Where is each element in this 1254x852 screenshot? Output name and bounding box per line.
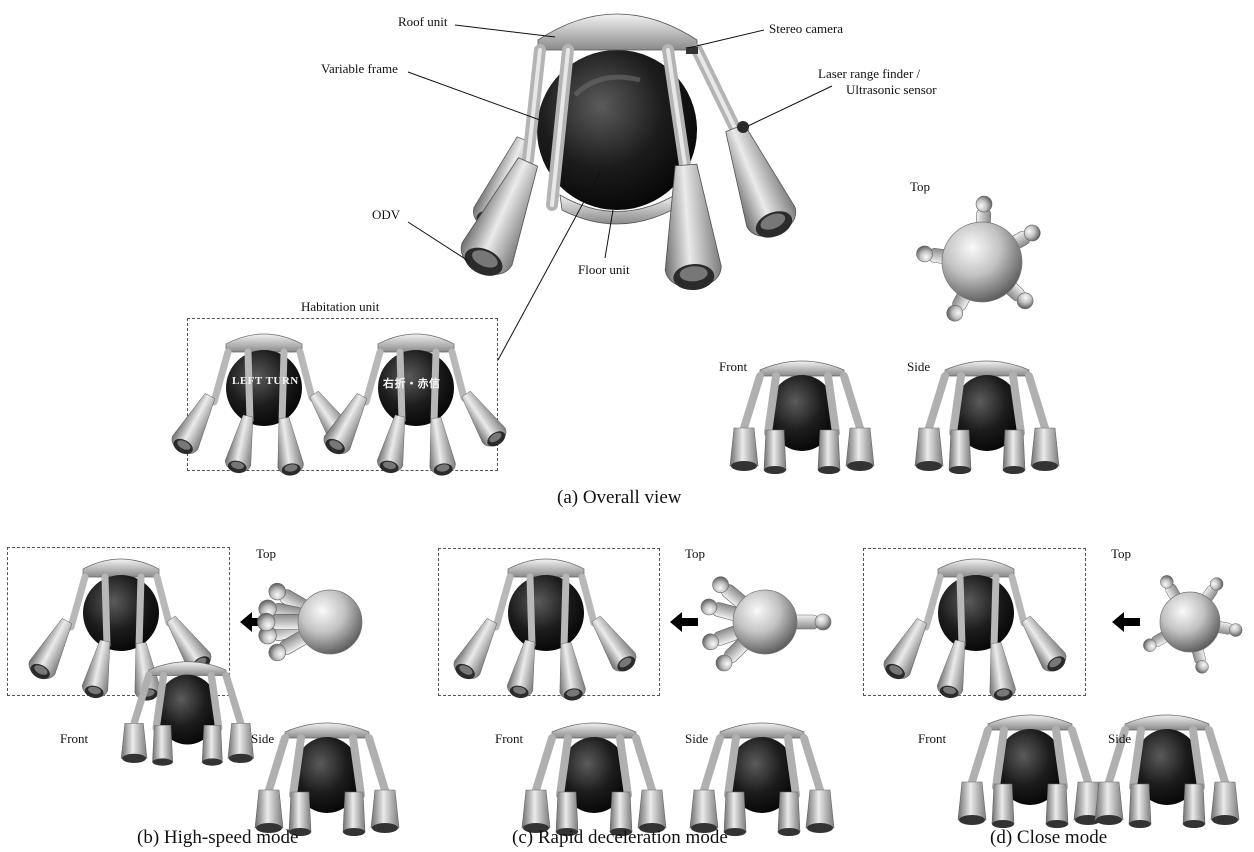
front-label-d: Front [918, 732, 946, 745]
front-label-b: Front [60, 732, 88, 745]
caption-rapid-deceleration-mode: (c) Rapid deceleration mode [512, 828, 728, 847]
side-label-a: Side [907, 360, 930, 373]
top-label-a: Top [910, 180, 930, 193]
top-view-a [916, 196, 1044, 324]
odv-label: ODV [372, 208, 400, 221]
side-label-c: Side [685, 732, 708, 745]
caption-close-mode: (d) Close mode [990, 828, 1107, 847]
laser-range-finder-label: Laser range finder / [818, 67, 920, 80]
arrow-d [1112, 612, 1140, 632]
top-label-b: Top [256, 547, 276, 560]
habitation-right-screen-text: 右折・赤信 [383, 375, 441, 391]
habitation-left-screen-text: LEFT TURN [232, 375, 299, 387]
caption-high-speed-mode: (b) High-speed mode [137, 828, 298, 847]
front-label-c: Front [495, 732, 523, 745]
habitation-unit-label: Habitation unit [301, 300, 379, 313]
top-label-d: Top [1111, 547, 1131, 560]
roof-unit-label: Roof unit [398, 15, 447, 28]
stereo-camera-label: Stereo camera [769, 22, 843, 35]
main-robot-illustration [454, 14, 803, 292]
variable-frame-label: Variable frame [321, 62, 398, 75]
floor-unit-label: Floor unit [578, 263, 630, 276]
caption-overall-view: (a) Overall view [557, 488, 682, 507]
side-label-d: Side [1108, 732, 1131, 745]
ultrasonic-sensor-label: Ultrasonic sensor [846, 83, 937, 96]
top-label-c: Top [685, 547, 705, 560]
front-label-a: Front [719, 360, 747, 373]
arrow-c [670, 612, 698, 632]
side-label-b: Side [251, 732, 274, 745]
